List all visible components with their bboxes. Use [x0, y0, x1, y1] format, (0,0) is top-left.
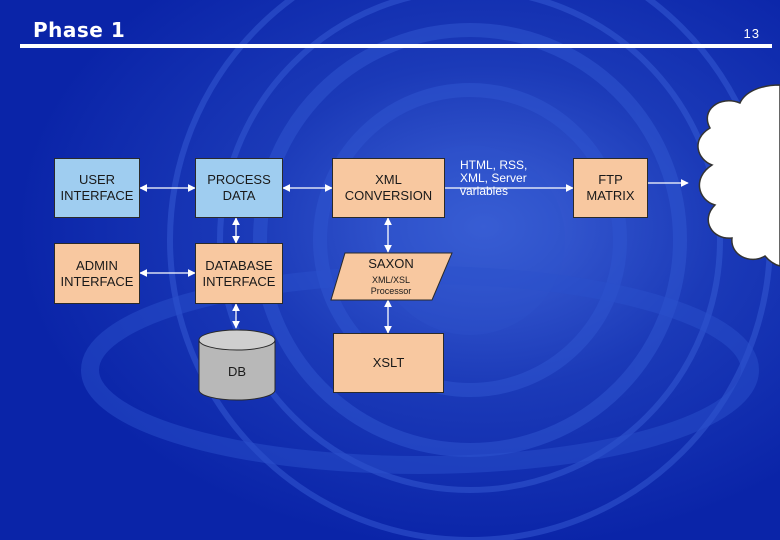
- xml-conversion-label-line2: CONVERSION: [344, 188, 433, 203]
- saxon-sub-line2: Processor: [370, 286, 412, 296]
- annotation-line3: variables: [460, 184, 509, 198]
- slide-title: Phase 1: [33, 18, 126, 42]
- process-data-label-line2: DATA: [222, 188, 256, 203]
- xml-conversion-box: XML CONVERSION: [332, 158, 445, 218]
- database-interface-box: DATABASE INTERFACE: [195, 243, 283, 304]
- database-interface-label-line1: DATABASE: [205, 257, 273, 273]
- xml-conversion-label-line1: XML: [375, 172, 402, 187]
- user-interface-box: USER INTERFACE: [54, 158, 140, 218]
- ftp-matrix-label-line1: FTP: [598, 172, 623, 187]
- network-cloud-icon: [697, 84, 780, 267]
- output-formats-annotation: HTML, RSS, XML, Server variables: [460, 159, 527, 198]
- ftp-matrix-label-line2: MATRIX: [586, 188, 635, 203]
- admin-interface-box: ADMIN INTERFACE: [54, 243, 140, 304]
- xslt-box: XSLT: [333, 333, 444, 393]
- saxon-processor-shape: [330, 252, 453, 301]
- slide-number: 13: [743, 26, 760, 41]
- saxon-label: SAXON: [368, 256, 414, 271]
- database-interface-label-line2: INTERFACE: [202, 273, 276, 289]
- admin-interface-label-line2: INTERFACE: [60, 273, 134, 289]
- annotation-line1: HTML, RSS,: [460, 158, 528, 172]
- title-divider: [20, 44, 772, 48]
- saxon-label-group: SAXON XML/XSL Processor: [335, 256, 447, 297]
- admin-interface-label-line1: ADMIN: [76, 257, 118, 273]
- process-data-label-line1: PROCESS: [207, 172, 271, 187]
- db-label: DB: [227, 364, 247, 379]
- user-interface-label-line2: INTERFACE: [60, 188, 134, 203]
- xslt-label: XSLT: [372, 355, 405, 370]
- annotation-line2: XML, Server: [460, 171, 527, 185]
- process-data-box: PROCESS DATA: [195, 158, 283, 218]
- ftp-matrix-box: FTP MATRIX: [573, 158, 648, 218]
- db-cylinder-shape: [198, 329, 276, 401]
- saxon-sub-line1: XML/XSL: [371, 275, 411, 285]
- user-interface-label-line1: USER: [78, 172, 116, 187]
